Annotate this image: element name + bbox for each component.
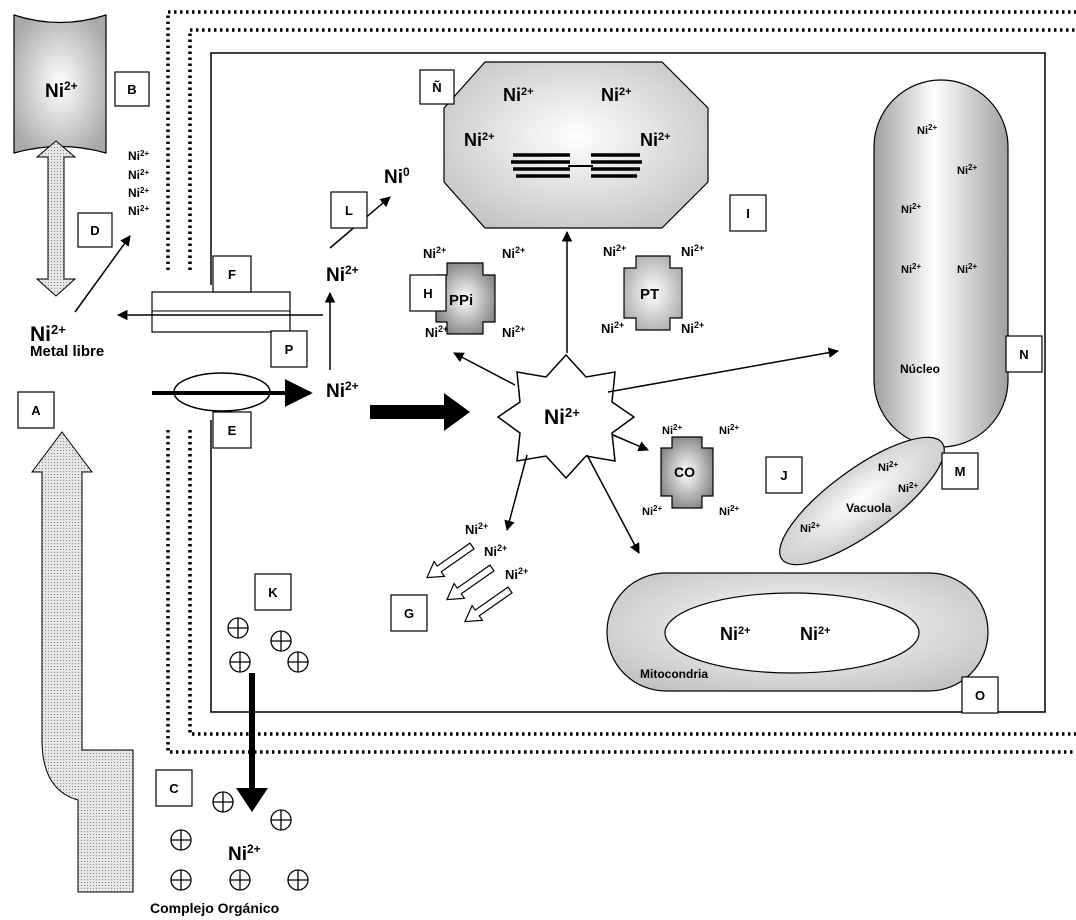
svg-text:K: K — [268, 585, 278, 600]
svg-text:N: N — [1019, 347, 1028, 362]
svg-text:H: H — [423, 286, 432, 301]
mitochondrion: Ni2+ Ni2+ Mitocondria — [607, 573, 988, 691]
label-g: G — [391, 595, 427, 631]
svg-text:A: A — [31, 403, 41, 418]
label-ntilde: Ñ — [420, 70, 454, 104]
svg-text:Ni2+: Ni2+ — [128, 168, 149, 183]
double-arrow-d — [37, 141, 75, 296]
label-i: I — [730, 195, 766, 231]
svg-text:Vacuola: Vacuola — [846, 501, 892, 515]
svg-text:Núcleo: Núcleo — [900, 362, 940, 376]
svg-text:PT: PT — [640, 286, 659, 303]
svg-text:Ni2+: Ni2+ — [502, 245, 525, 261]
label-o: O — [962, 677, 998, 713]
complex-ion: Ni2+ — [228, 842, 261, 865]
label-h: H — [410, 275, 446, 311]
svg-text:Ni2+: Ni2+ — [465, 521, 488, 537]
svg-text:Ni2+: Ni2+ — [423, 245, 446, 261]
svg-text:E: E — [228, 423, 237, 438]
svg-text:Ni2+: Ni2+ — [719, 423, 739, 438]
organic-complex-label: Complejo Orgánico — [150, 900, 279, 916]
label-j: J — [766, 457, 802, 493]
ion-efflux: Ni2+ — [326, 263, 359, 286]
label-l: L — [331, 192, 367, 228]
chloroplast: Ni2+ Ni2+ Ni2+ Ni2+ — [444, 62, 708, 228]
label-p: P — [271, 331, 307, 367]
label-c: C — [156, 770, 192, 806]
soil-particle-b: Ni2+ — [14, 15, 106, 153]
pt-complex: PT Ni2+ Ni2+ Ni2+ Ni2+ — [601, 243, 704, 336]
hollow-arrows-g: Ni2+ Ni2+ Ni2+ — [422, 521, 528, 629]
label-a: A — [18, 392, 54, 428]
svg-text:G: G — [404, 606, 414, 621]
svg-text:P: P — [285, 342, 294, 357]
svg-text:L: L — [345, 203, 353, 218]
svg-text:Ni2+: Ni2+ — [662, 423, 682, 438]
svg-text:B: B — [127, 82, 136, 97]
svg-text:Ni2+: Ni2+ — [502, 324, 525, 340]
efflux-transporter — [152, 292, 290, 332]
svg-text:Ni2+: Ni2+ — [642, 504, 662, 519]
ion-entry: Ni2+ — [326, 379, 359, 402]
label-b: B — [115, 72, 149, 106]
nucleus: Ni2+ Ni2+ Ni2+ Ni2+ Ni2+ Núcleo — [874, 80, 1008, 447]
free-metal-label: Metal libre — [30, 343, 104, 360]
svg-text:O: O — [975, 688, 985, 703]
svg-text:Ni2+: Ni2+ — [681, 320, 704, 336]
thick-arrow-to-center — [370, 393, 470, 431]
svg-text:I: I — [746, 206, 750, 221]
svg-text:CO: CO — [674, 464, 695, 480]
svg-text:M: M — [955, 464, 966, 479]
svg-text:Ni2+: Ni2+ — [128, 186, 149, 201]
svg-text:Ni2+: Ni2+ — [128, 204, 149, 219]
svg-text:Ni2+: Ni2+ — [505, 566, 528, 582]
svg-text:Ni2+: Ni2+ — [484, 543, 507, 559]
ion-charge: 2+ — [64, 79, 78, 93]
svg-text:Mitocondria: Mitocondria — [640, 667, 708, 681]
label-d: D — [78, 213, 112, 247]
big-arrow-a — [32, 432, 133, 892]
svg-text:Ni2+: Ni2+ — [603, 243, 626, 259]
svg-text:Ni2+: Ni2+ — [719, 504, 739, 519]
label-k: K — [255, 574, 291, 610]
ion-list-b: Ni2+ Ni2+ Ni2+ Ni2+ — [128, 149, 149, 219]
svg-text:D: D — [90, 223, 99, 238]
label-n: N — [1006, 336, 1042, 372]
ion-base: Ni — [45, 81, 64, 102]
svg-text:PPi: PPi — [449, 292, 473, 309]
svg-text:F: F — [228, 267, 236, 282]
svg-text:Ni2+: Ni2+ — [601, 320, 624, 336]
svg-text:Ñ: Ñ — [432, 80, 441, 95]
svg-text:Ni2+: Ni2+ — [128, 149, 149, 164]
exudate-arrowhead — [236, 788, 268, 812]
label-m: M — [942, 453, 978, 489]
label-e: E — [213, 412, 251, 448]
co-complex: CO Ni2+ Ni2+ Ni2+ Ni2+ — [642, 423, 739, 519]
metal-zero: Ni0 — [384, 165, 410, 188]
vacuole: Ni2+ Ni2+ Vacuola Ni2+ — [763, 417, 961, 585]
svg-text:Ni2+: Ni2+ — [681, 243, 704, 259]
label-f: F — [213, 256, 251, 292]
svg-text:Ni2+: Ni2+ — [425, 324, 448, 340]
svg-text:J: J — [780, 468, 787, 483]
svg-text:C: C — [169, 781, 179, 796]
